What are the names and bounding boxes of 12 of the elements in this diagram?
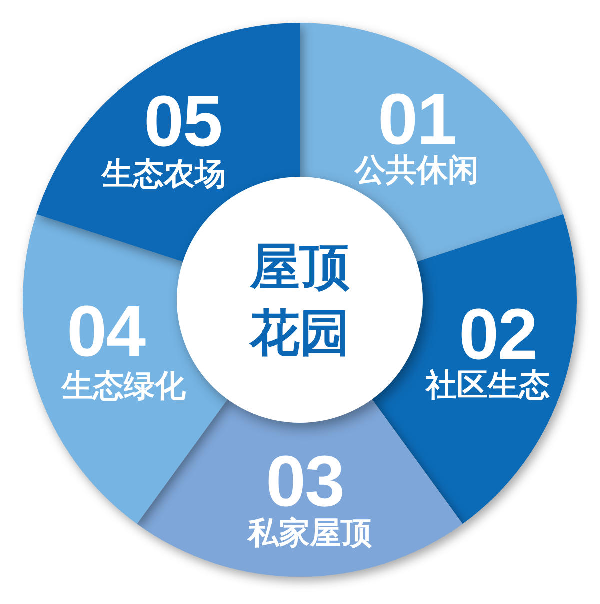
step-number: 04 bbox=[66, 296, 146, 368]
ring-segment bbox=[371, 214, 577, 525]
ring-segment bbox=[23, 214, 229, 525]
segment-label: 生态农场 bbox=[102, 158, 226, 190]
hub-title: 屋顶花园 bbox=[248, 238, 351, 363]
step-number: 01 bbox=[378, 84, 456, 156]
step-number: 03 bbox=[266, 446, 344, 518]
segment-label: 公共休闲 bbox=[355, 154, 479, 186]
step-number: 05 bbox=[144, 86, 222, 158]
segment-label: 社区生态 bbox=[426, 370, 550, 400]
segment-label: 私家屋顶 bbox=[248, 518, 372, 548]
segment-label: 生态绿化 bbox=[62, 370, 186, 402]
